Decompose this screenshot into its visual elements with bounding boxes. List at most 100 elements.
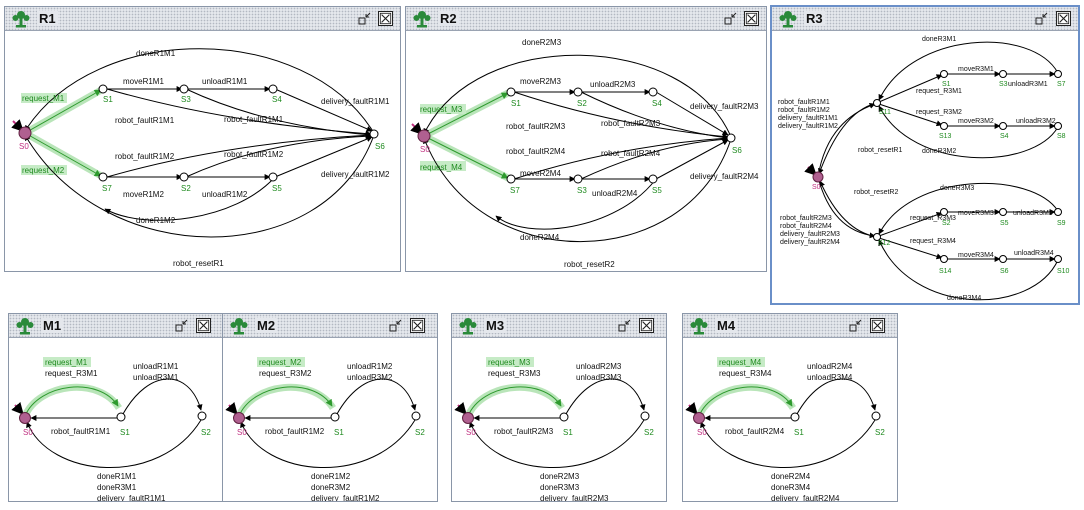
restore-icon[interactable]: [174, 318, 189, 333]
automaton-icon: [413, 11, 431, 28]
edge-label: delivery_faultR2M4: [690, 172, 759, 181]
window-m2[interactable]: M2 S0 S1 S2 request_M2 request_R3M2 unlo…: [222, 313, 438, 503]
r2-graph: S0 S1 S2 S4 S6 S7 S3 S5 doneR2M3 moveR2M…: [410, 38, 759, 269]
state[interactable]: [98, 172, 108, 182]
state-initial[interactable]: [812, 171, 824, 183]
state-label: S0: [697, 428, 707, 437]
title-bar[interactable]: M3: [452, 314, 666, 338]
state[interactable]: [411, 411, 421, 421]
close-icon[interactable]: [870, 318, 885, 333]
state[interactable]: [873, 233, 881, 241]
state[interactable]: [790, 412, 800, 422]
restore-icon[interactable]: [617, 318, 632, 333]
state[interactable]: [999, 208, 1007, 216]
state[interactable]: [573, 174, 583, 184]
restore-icon[interactable]: [723, 11, 738, 26]
state-label: S9: [1057, 220, 1066, 227]
restore-icon[interactable]: [357, 11, 372, 26]
edge-label: doneR3M4: [771, 483, 811, 492]
state[interactable]: [999, 70, 1007, 78]
edge-label: unloadR3M1: [1008, 81, 1048, 88]
state[interactable]: [940, 70, 948, 78]
state[interactable]: [940, 122, 948, 130]
edge-label: moveR2M4: [520, 169, 561, 178]
state-initial[interactable]: [18, 126, 32, 140]
state[interactable]: [640, 411, 650, 421]
edge-label: delivery_faultR2M3: [540, 494, 609, 501]
restore-icon[interactable]: [388, 318, 403, 333]
title-bar[interactable]: R2: [406, 7, 766, 31]
state[interactable]: [268, 84, 278, 94]
close-icon[interactable]: [1056, 11, 1071, 26]
state[interactable]: [268, 172, 278, 182]
title-bar[interactable]: M4: [683, 314, 897, 338]
automaton-icon: [459, 318, 477, 335]
title-bar[interactable]: M2: [223, 314, 437, 338]
state-label: S4: [272, 95, 282, 104]
edge-label: delivery_faultR1M1: [321, 97, 390, 106]
state-label: S8: [1057, 133, 1066, 140]
window-r2[interactable]: R2 S0 S1 S2 S4 S6: [405, 6, 767, 272]
state-label: S6: [1000, 268, 1009, 275]
state[interactable]: [506, 87, 516, 97]
close-icon[interactable]: [196, 318, 211, 333]
automaton-icon: [16, 318, 34, 335]
edge-label: unloadR2M3: [590, 80, 636, 89]
window-m3[interactable]: M3 S0 S1 S2 request_M3 request_R3M3 unlo…: [451, 313, 667, 503]
title-bar[interactable]: R1: [5, 7, 400, 31]
window-r1[interactable]: R1 S0 S1: [4, 6, 401, 272]
state-label: S10: [1057, 268, 1070, 275]
state[interactable]: [1054, 122, 1062, 130]
state[interactable]: [197, 411, 207, 421]
edge-label: request_R3M3: [910, 215, 956, 222]
state[interactable]: [1054, 70, 1062, 78]
state-initial[interactable]: [417, 129, 431, 143]
state-initial[interactable]: [233, 412, 245, 424]
window-m4[interactable]: M4 S0 S1 S2 request_M4 request_R3M4 unlo…: [682, 313, 898, 503]
edge-label: request_M2: [22, 166, 65, 175]
state[interactable]: [999, 255, 1007, 263]
r3-graph: S0 S11 S1 S3 S7 S13 S4 S8 S12 S2 S5 S9 S…: [778, 36, 1070, 302]
close-icon[interactable]: [744, 11, 759, 26]
edge-label: delivery_faultR2M4: [780, 239, 840, 246]
restore-icon[interactable]: [1034, 11, 1049, 26]
state[interactable]: [573, 87, 583, 97]
state[interactable]: [179, 84, 189, 94]
state[interactable]: [330, 412, 340, 422]
state[interactable]: [940, 255, 948, 263]
edge-label: unloadR1M1: [202, 77, 248, 86]
state[interactable]: [999, 122, 1007, 130]
state[interactable]: [940, 208, 948, 216]
state[interactable]: [506, 174, 516, 184]
close-icon[interactable]: [639, 318, 654, 333]
window-title: R1: [37, 11, 58, 26]
edge-label: robot_faultR2M3: [601, 119, 661, 128]
state[interactable]: [648, 87, 658, 97]
close-icon[interactable]: [378, 11, 393, 26]
state[interactable]: [98, 84, 108, 94]
state[interactable]: [873, 99, 881, 107]
state[interactable]: [871, 411, 881, 421]
state-initial[interactable]: [462, 412, 474, 424]
state-initial[interactable]: [19, 412, 31, 424]
window-r3[interactable]: R3: [770, 5, 1080, 305]
close-icon[interactable]: [410, 318, 425, 333]
restore-icon[interactable]: [848, 318, 863, 333]
edge-label: doneR1M1: [136, 49, 176, 58]
state-label: S2: [644, 428, 654, 437]
state[interactable]: [559, 412, 569, 422]
title-bar[interactable]: R3: [772, 7, 1078, 31]
state[interactable]: [179, 172, 189, 182]
state[interactable]: [116, 412, 126, 422]
state[interactable]: [369, 129, 379, 139]
title-bar[interactable]: M1: [9, 314, 223, 338]
state-initial[interactable]: [693, 412, 705, 424]
edge-label: robot_faultR2M4: [780, 223, 832, 230]
state[interactable]: [648, 174, 658, 184]
state[interactable]: [1054, 255, 1062, 263]
state[interactable]: [726, 133, 736, 143]
window-m1[interactable]: M1 S0 S1 S2 request_M1 request_R3M1 unlo…: [8, 313, 224, 503]
automaton-canvas: S0 S11 S1 S3 S7 S13 S4 S8 S12 S2 S5 S9 S…: [772, 31, 1078, 303]
automaton-canvas: S0 S1 S2 request_M2 request_R3M2 unloadR…: [223, 338, 437, 503]
state[interactable]: [1054, 208, 1062, 216]
